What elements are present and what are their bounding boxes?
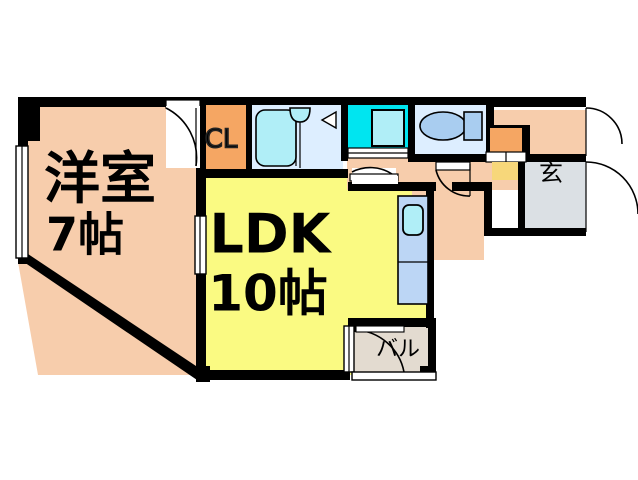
hall-closet-icon — [490, 128, 522, 152]
wall-bath-bottom — [196, 169, 348, 178]
door-balcony — [355, 325, 405, 373]
window-ldk-left — [194, 215, 207, 275]
wall-balcony-right — [428, 318, 436, 378]
door-toilet — [435, 161, 471, 197]
shoe-box-icon — [492, 162, 518, 180]
wall-top-notch — [18, 97, 40, 141]
room-label-closet: CL — [205, 125, 238, 155]
shower-head-icon — [320, 110, 337, 130]
room-fill-kitchen-strip — [432, 178, 484, 260]
wall-kitchen-right — [484, 182, 492, 234]
wall-closet-right — [246, 101, 252, 175]
wall-genkan-top — [524, 154, 586, 162]
wall-bath-wash-divider — [341, 101, 348, 161]
wall-western-ldk-divider-lower — [196, 272, 206, 380]
vanity-mirror-icon — [371, 109, 405, 147]
wall-ldk-right-upper — [426, 182, 434, 272]
wall-wash-toilet-bottom — [408, 154, 492, 162]
door-hall-right — [585, 107, 623, 156]
room-fill-entrance — [524, 160, 586, 232]
wall-genkan-left — [518, 160, 525, 234]
room-fill-western-room — [18, 97, 196, 375]
window-ldk-balcony-door — [343, 325, 355, 373]
room-label-ldk: LDK — [209, 203, 332, 266]
wall-genkan-bottom — [484, 228, 586, 236]
kitchen-sink-icon — [402, 204, 424, 236]
hall-closet-doors — [485, 151, 527, 163]
room-fill-closet — [203, 103, 248, 173]
room-label-balcony: バル — [376, 337, 420, 362]
room-label-entrance: 玄 — [539, 159, 563, 187]
bathtub-icon — [255, 109, 297, 167]
vanity-counter — [347, 147, 409, 159]
room-label-western-room-size: 7帖 — [46, 208, 124, 262]
wall-wash-toilet-divider — [408, 101, 415, 161]
wall-top-left — [18, 97, 196, 107]
toilet-bowl-icon — [419, 111, 483, 141]
wall-balcony-left — [348, 318, 356, 332]
room-label-western-room: 洋室 — [44, 147, 156, 212]
wall-ldk-right-lower — [426, 268, 434, 328]
window-western-room-left — [15, 145, 29, 259]
wall-top-right — [486, 97, 586, 107]
wall-balcony-top — [348, 318, 436, 327]
door-western-room — [165, 99, 201, 168]
wall-ldk-bottom — [204, 370, 350, 380]
wall-hallway-bottom — [348, 182, 436, 191]
balcony-railing — [351, 371, 437, 381]
wall-left-diagonal — [18, 254, 208, 382]
door-ldk — [352, 176, 398, 184]
room-label-ldk-size: 10帖 — [208, 265, 328, 323]
wall-western-ldk-divider — [196, 97, 206, 217]
shower-basin-icon — [289, 107, 311, 123]
wall-hall-ell-vertical — [522, 125, 530, 161]
wall-hallway-bottom-2 — [452, 182, 490, 191]
door-entrance — [585, 161, 638, 232]
